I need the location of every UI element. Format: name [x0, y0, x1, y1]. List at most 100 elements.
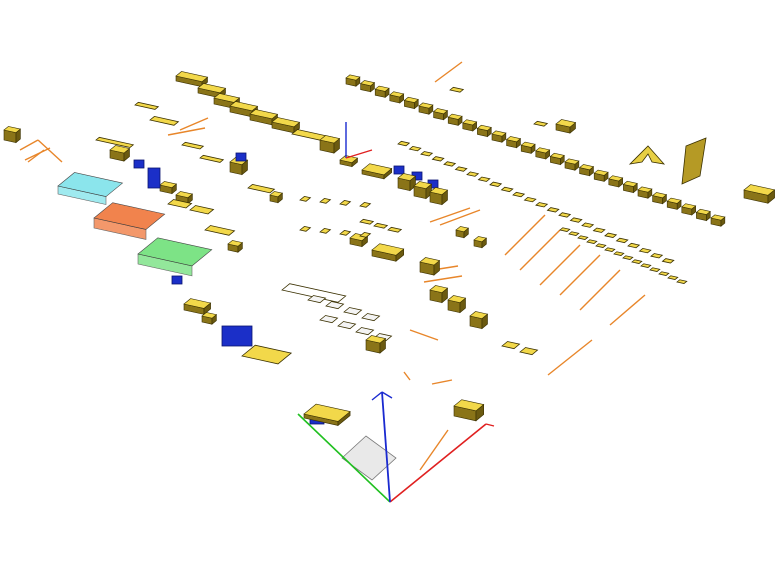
footprint[interactable]: [189, 205, 215, 215]
blue-component[interactable]: [221, 325, 253, 347]
pad-block[interactable]: [637, 186, 653, 199]
footprint[interactable]: [167, 199, 193, 209]
small-pad[interactable]: [339, 199, 352, 206]
component[interactable]: [371, 243, 405, 262]
component[interactable]: [455, 226, 470, 239]
component[interactable]: [361, 163, 393, 180]
smd-pad[interactable]: [640, 263, 652, 268]
small-pad[interactable]: [359, 201, 372, 208]
pad-block[interactable]: [710, 214, 726, 227]
footprint[interactable]: [533, 120, 549, 127]
smd-pad[interactable]: [546, 207, 560, 213]
smd-pad[interactable]: [568, 231, 580, 236]
smd-pad[interactable]: [586, 239, 598, 244]
smd-pad[interactable]: [649, 267, 661, 272]
pad[interactable]: [337, 321, 357, 330]
smd-pad[interactable]: [489, 181, 503, 187]
component[interactable]: [447, 295, 467, 314]
small-pad[interactable]: [359, 218, 375, 225]
footprint[interactable]: [204, 225, 236, 236]
smd-pad[interactable]: [512, 191, 526, 198]
smd-pad[interactable]: [420, 151, 434, 157]
footprint[interactable]: [95, 136, 135, 148]
smd-pad[interactable]: [443, 161, 457, 167]
component[interactable]: [109, 145, 131, 162]
pad[interactable]: [325, 301, 345, 310]
smd-pad[interactable]: [397, 140, 411, 147]
blue-component[interactable]: [235, 152, 247, 162]
pad-block[interactable]: [666, 197, 682, 211]
component[interactable]: [555, 119, 577, 134]
ic-package[interactable]: [271, 117, 301, 134]
component[interactable]: [365, 335, 387, 354]
connector[interactable]: [3, 126, 22, 144]
small-pad[interactable]: [299, 195, 312, 202]
smd-pad[interactable]: [477, 176, 491, 182]
blue-component[interactable]: [171, 275, 183, 285]
footprint[interactable]: [149, 115, 180, 126]
smd-pad[interactable]: [604, 247, 616, 252]
footprint[interactable]: [501, 341, 521, 350]
pad[interactable]: [361, 313, 381, 322]
smd-pad[interactable]: [595, 243, 607, 248]
smd-pad[interactable]: [592, 227, 606, 233]
pad-block[interactable]: [651, 192, 668, 205]
pad-block[interactable]: [535, 147, 551, 160]
footprint[interactable]: [181, 141, 205, 150]
smd-pad[interactable]: [454, 166, 468, 172]
pad-block[interactable]: [462, 119, 478, 132]
pad-block[interactable]: [491, 130, 507, 143]
smd-pad[interactable]: [581, 222, 595, 228]
pad-block[interactable]: [476, 124, 492, 138]
pad-block[interactable]: [578, 164, 595, 177]
small-pad[interactable]: [373, 222, 389, 229]
smd-pad[interactable]: [661, 258, 675, 264]
pad-block[interactable]: [374, 85, 390, 99]
pad-block[interactable]: [345, 74, 361, 87]
pad-block[interactable]: [681, 203, 697, 216]
component[interactable]: [201, 312, 218, 325]
component[interactable]: [429, 187, 449, 206]
footprint[interactable]: [247, 183, 276, 194]
small-pad[interactable]: [387, 226, 403, 233]
component[interactable]: [229, 157, 249, 176]
highlighted-footprints[interactable]: [57, 172, 213, 277]
smd-pad[interactable]: [615, 237, 629, 244]
pad[interactable]: [355, 327, 375, 336]
component[interactable]: [303, 403, 351, 427]
highlight-footprint-orange[interactable]: [93, 202, 166, 240]
pad-block[interactable]: [608, 175, 624, 188]
large-pad[interactable]: [241, 344, 293, 365]
pad-block[interactable]: [695, 208, 711, 222]
footprint[interactable]: [199, 154, 225, 163]
component[interactable]: [469, 311, 489, 330]
pad-block[interactable]: [359, 80, 376, 93]
component[interactable]: [429, 285, 449, 304]
smd-pad[interactable]: [535, 202, 549, 208]
smd-pad[interactable]: [658, 271, 670, 276]
small-pad[interactable]: [299, 225, 312, 232]
pad-block[interactable]: [593, 169, 609, 183]
component[interactable]: [453, 399, 485, 422]
footprint[interactable]: [134, 101, 160, 110]
component[interactable]: [269, 191, 284, 204]
component[interactable]: [159, 181, 178, 195]
smd-pad[interactable]: [408, 145, 422, 152]
smd-pad[interactable]: [638, 247, 652, 254]
component[interactable]: [419, 257, 441, 276]
smd-pad[interactable]: [650, 253, 664, 259]
smd-pad[interactable]: [500, 186, 514, 193]
white-component[interactable]: [341, 435, 397, 481]
small-pad[interactable]: [319, 197, 332, 204]
pad-block[interactable]: [432, 108, 449, 121]
component[interactable]: [397, 173, 417, 192]
small-pad[interactable]: [359, 231, 372, 238]
blue-component[interactable]: [133, 159, 145, 169]
smd-pad[interactable]: [622, 255, 634, 260]
highlight-footprint-green[interactable]: [137, 237, 213, 277]
smd-pad[interactable]: [466, 171, 480, 177]
pad-block[interactable]: [403, 96, 419, 110]
connector[interactable]: [743, 184, 775, 204]
